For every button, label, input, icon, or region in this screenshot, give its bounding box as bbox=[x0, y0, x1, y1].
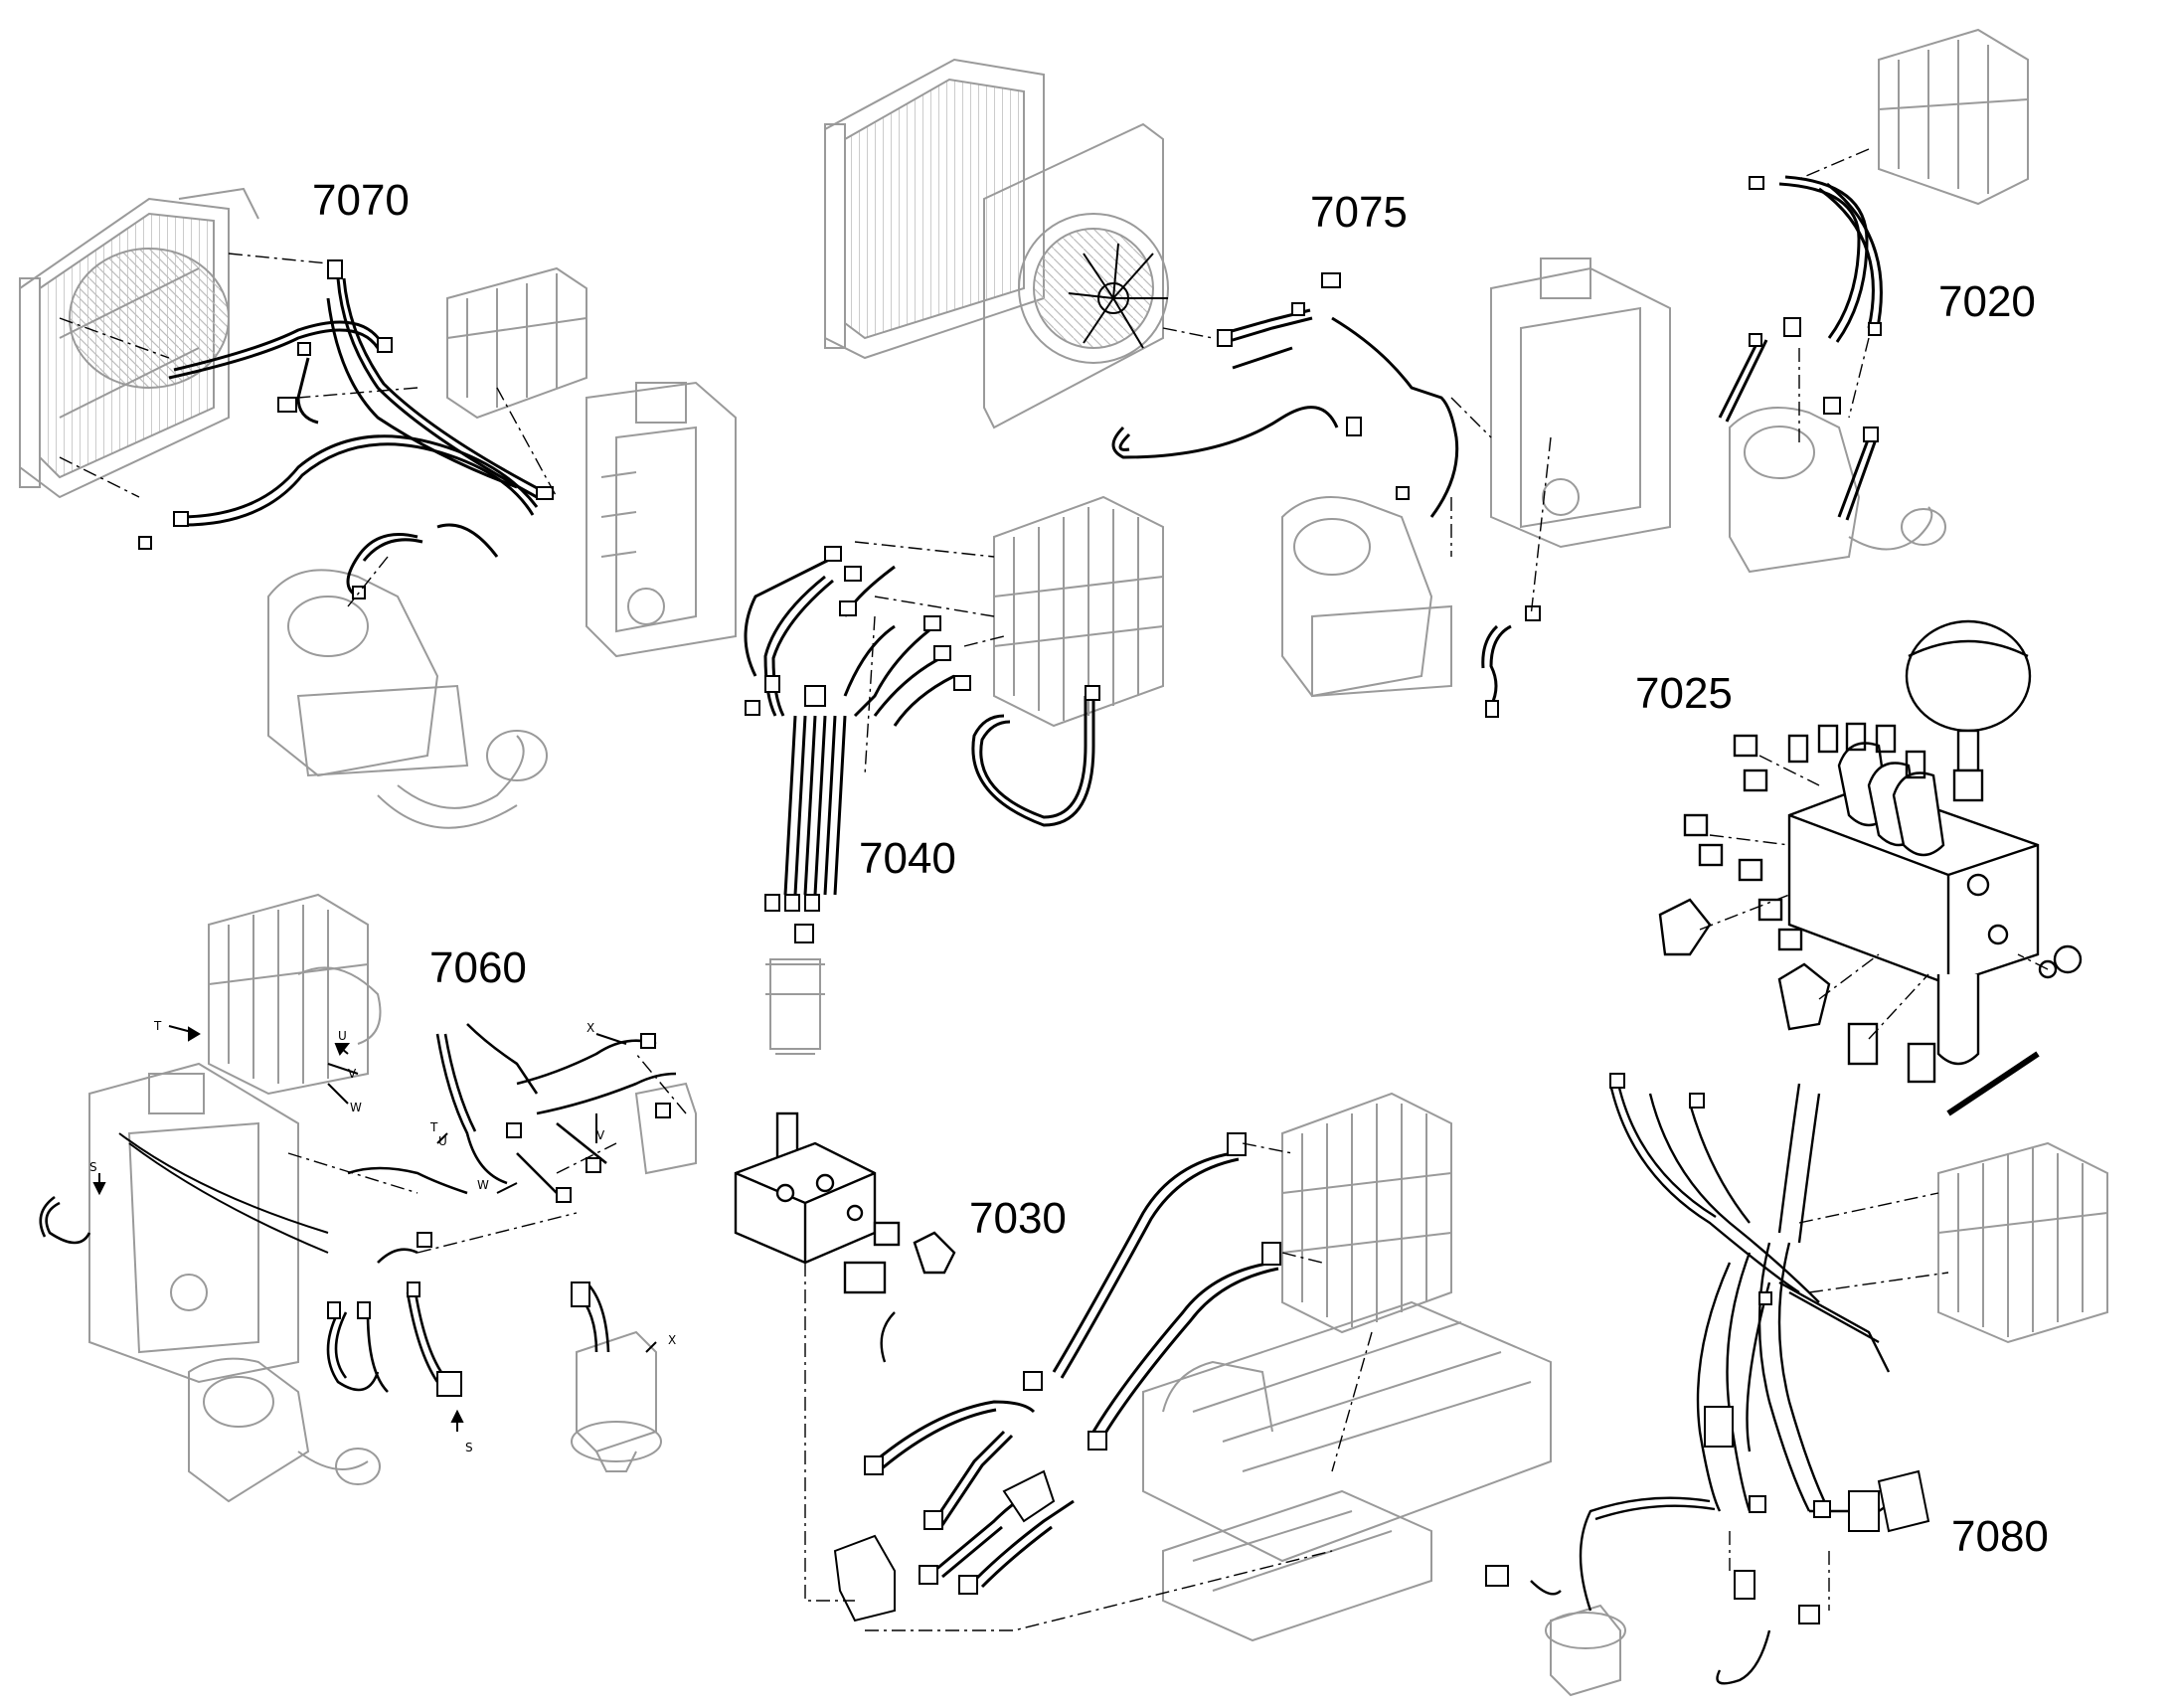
tank-7070 bbox=[585, 381, 737, 658]
leader-lines-7070 bbox=[59, 253, 558, 607]
control-valve-7040 bbox=[993, 495, 1164, 728]
solenoids-7025 bbox=[1787, 722, 1945, 857]
tank-7060 bbox=[88, 1062, 299, 1384]
leader-lines-7025 bbox=[1699, 755, 2049, 1040]
group-7070 bbox=[19, 187, 737, 829]
port-letter-u-1: U bbox=[338, 1029, 347, 1043]
label-7070: 7070 bbox=[312, 176, 410, 225]
port-letters-7060: T U V W S X T U V W X S bbox=[89, 1019, 676, 1454]
group-7025 bbox=[1658, 619, 2083, 1116]
group-7040 bbox=[765, 495, 1164, 1055]
leader-lines-7030 bbox=[804, 1142, 1373, 1631]
valve-block-7080 bbox=[1937, 1141, 2108, 1344]
leader-lines-7080 bbox=[1729, 1192, 1949, 1611]
leader-lines-7075 bbox=[1162, 327, 1552, 617]
fittings-7075 bbox=[1217, 272, 1541, 718]
leader-lines-7040 bbox=[854, 541, 1005, 776]
engine-7075 bbox=[1281, 496, 1452, 698]
fittings-7040 bbox=[745, 546, 1100, 943]
port-letter-s-2: S bbox=[465, 1441, 473, 1454]
port-letter-x-1: X bbox=[586, 1021, 594, 1035]
swivel-7060 bbox=[571, 1330, 662, 1472]
label-7075: 7075 bbox=[1310, 188, 1408, 237]
engine-7020 bbox=[1729, 407, 1946, 574]
port-letter-t-2: T bbox=[429, 1120, 438, 1134]
label-7030: 7030 bbox=[969, 1194, 1067, 1243]
port-letter-v-2: V bbox=[596, 1128, 605, 1142]
plugs-7025 bbox=[1658, 734, 2083, 1116]
valve-block-7060 bbox=[208, 893, 382, 1096]
port-letter-s-1: S bbox=[89, 1160, 97, 1174]
valve-block-7020 bbox=[1878, 28, 2029, 206]
group-7075 bbox=[824, 58, 1671, 698]
label-7060: 7060 bbox=[429, 943, 527, 992]
hoses-7080 bbox=[1530, 1083, 1910, 1685]
fittings-7080 bbox=[1485, 1073, 1930, 1624]
port-letter-w-1: W bbox=[350, 1101, 362, 1114]
port-arrows-7060 bbox=[92, 1025, 657, 1432]
engine-7060 bbox=[188, 1357, 381, 1503]
group-7030 bbox=[1142, 1092, 1552, 1642]
label-7080: 7080 bbox=[1951, 1512, 2049, 1561]
hoses-7070 bbox=[168, 277, 544, 598]
control-valve-7030 bbox=[1281, 1092, 1452, 1334]
hoses-7060 bbox=[39, 1023, 677, 1393]
valve-block-7070 bbox=[446, 266, 587, 420]
port-letter-w-2: W bbox=[477, 1178, 489, 1192]
label-7040: 7040 bbox=[859, 834, 956, 883]
port-letter-u-2: U bbox=[438, 1134, 447, 1148]
leader-lines-7060 bbox=[287, 1053, 687, 1254]
leader-lines-7020 bbox=[1798, 148, 1870, 447]
radiator-7070 bbox=[19, 187, 259, 499]
group-7080 bbox=[1545, 1141, 2108, 1697]
pump-7060 bbox=[634, 1082, 697, 1175]
port-letter-t-1: T bbox=[153, 1019, 162, 1033]
group-7060 bbox=[88, 893, 697, 1503]
fittings-7060 bbox=[327, 1033, 671, 1397]
port-letter-v-1: V bbox=[348, 1067, 357, 1081]
hoses-7020 bbox=[1718, 175, 1883, 521]
chassis-7030 bbox=[1142, 1300, 1552, 1642]
accumulator-7025 bbox=[1905, 619, 2032, 802]
port-letter-x-2: X bbox=[668, 1333, 676, 1347]
group-7020 bbox=[1729, 28, 2029, 574]
tank-7075 bbox=[1490, 257, 1671, 549]
swivel-7040 bbox=[765, 958, 825, 1055]
hoses-7030 bbox=[874, 1151, 1279, 1589]
block-7030 bbox=[734, 1111, 956, 1363]
label-7025: 7025 bbox=[1635, 669, 1733, 718]
fittings-7020 bbox=[1749, 176, 1882, 442]
engine-7070 bbox=[267, 569, 548, 829]
swivel-7080 bbox=[1545, 1604, 1626, 1697]
radiator-7075 bbox=[824, 58, 1045, 360]
label-7020: 7020 bbox=[1938, 277, 2036, 326]
fittings-7030 bbox=[833, 1132, 1281, 1623]
fan-shroud-7075 bbox=[983, 122, 1169, 429]
